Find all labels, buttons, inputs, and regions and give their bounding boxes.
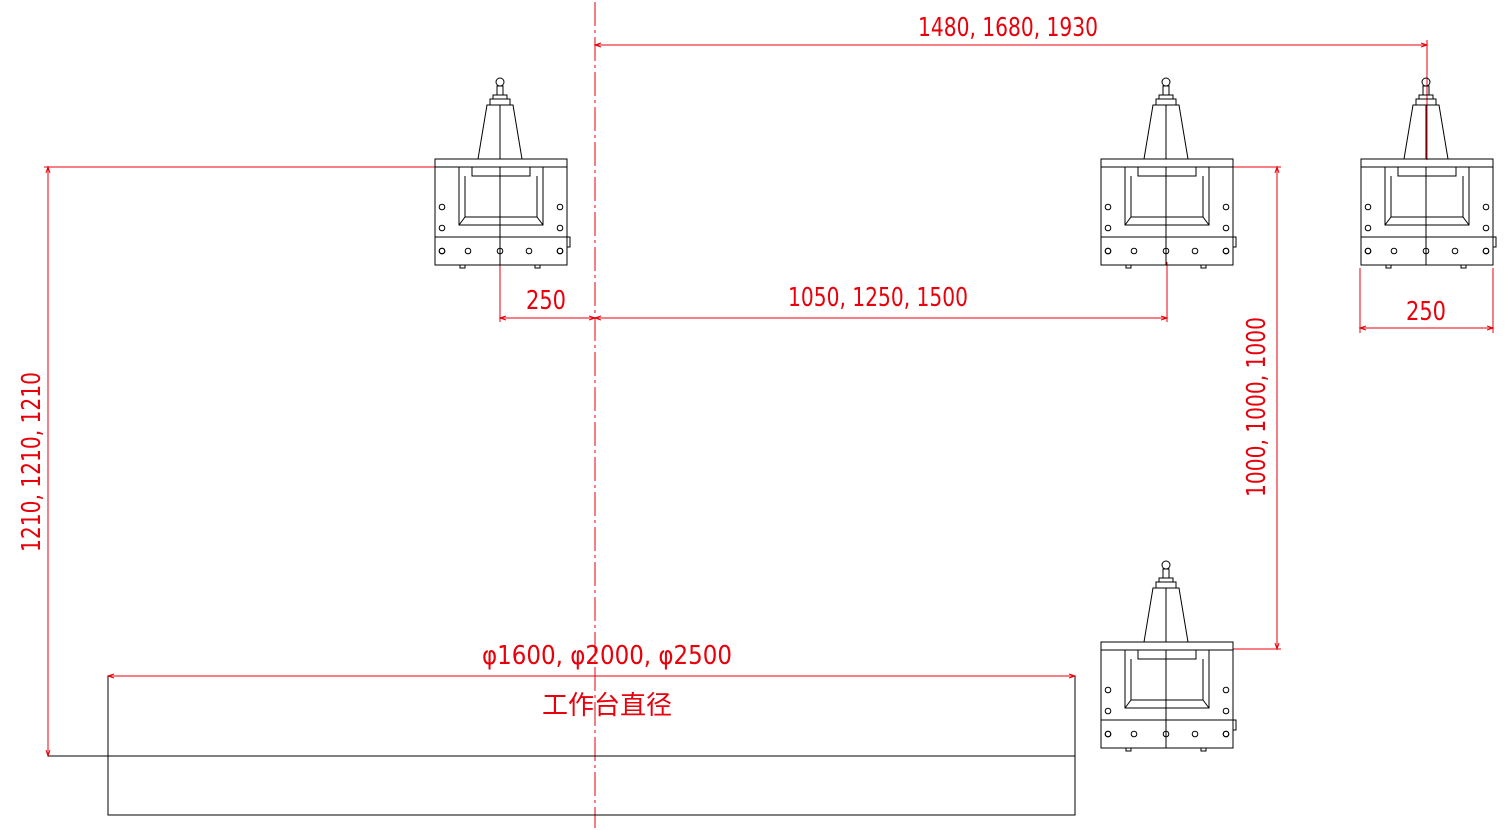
dim-table-diameter: φ1600, φ2000, φ2500 工作台直径 — [106, 641, 1077, 721]
dim-left-vertical: 1210, 1210, 1210 — [17, 165, 437, 758]
dim-top-label: 1480, 1680, 1930 — [918, 13, 1098, 43]
dim-mid: 250 1050, 1250, 1500 — [498, 262, 1169, 322]
table-caption: 工作台直径 — [542, 691, 672, 721]
dim-left-label: 1210, 1210, 1210 — [17, 372, 47, 552]
dim-right-vertical-label: 1000, 1000, 1000 — [1242, 317, 1272, 497]
dim-left-offset-label: 250 — [526, 286, 566, 316]
tool-holder-top-mid — [1100, 77, 1237, 269]
dim-table-diameter-label: φ1600, φ2000, φ2500 — [482, 641, 732, 671]
tool-holder-bottom — [1100, 560, 1237, 752]
dim-right-width-label: 250 — [1406, 297, 1446, 327]
dim-top-spacing: 1480, 1680, 1930 — [593, 13, 1429, 160]
dim-mid-label: 1050, 1250, 1500 — [788, 283, 968, 313]
tool-holder-top-left — [434, 77, 571, 269]
dim-right-width: 250 — [1358, 268, 1495, 333]
tool-holder-top-right — [1360, 77, 1497, 269]
dim-right-vertical: 1000, 1000, 1000 — [1233, 165, 1281, 651]
